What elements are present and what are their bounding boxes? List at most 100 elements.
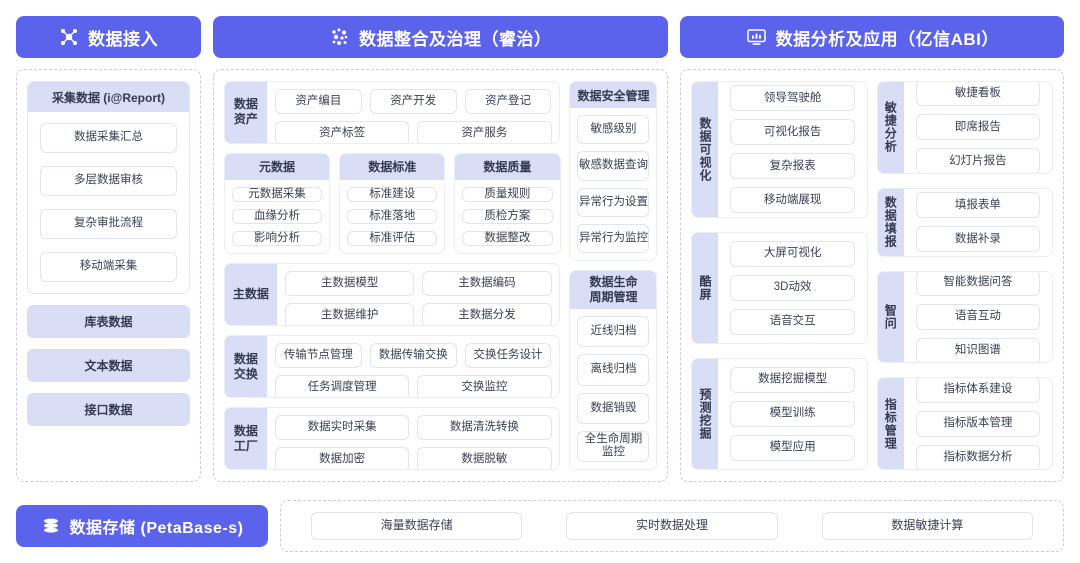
lifecycle-item[interactable]: 全生命周期 监控 bbox=[577, 430, 650, 462]
asset-item[interactable]: 资产服务 bbox=[417, 121, 552, 143]
visualization-item[interactable]: 领导驾驶舱 bbox=[730, 85, 855, 112]
collect-item[interactable]: 数据采集汇总 bbox=[40, 123, 177, 153]
band-storage-header[interactable]: 数据存储 (PetaBase-s) bbox=[16, 505, 268, 547]
band-analytics: 数据分析及应用（亿信ABI） 数据可视化 领导驾驶舱 可视化报告 复杂报表 移动… bbox=[680, 16, 1064, 482]
agile-item[interactable]: 敏捷看板 bbox=[915, 81, 1041, 107]
analytics-right-column: 敏捷分析 敏捷看板 即席报告 幻灯片报告 数据填报 填报表单 数据补录 bbox=[876, 81, 1054, 470]
cool-screen-item[interactable]: 大屏可视化 bbox=[730, 240, 855, 267]
metadata-item[interactable]: 血缘分析 bbox=[231, 209, 323, 225]
band-ingest-body: 采集数据 (i@Report) 数据采集汇总 多层数据审核 复杂审批流程 移动端… bbox=[16, 69, 201, 482]
group-data-asset-label: 数据 资产 bbox=[224, 82, 267, 143]
standard-item[interactable]: 标准建设 bbox=[347, 186, 438, 203]
card-metadata: 元数据 元数据采集 血缘分析 影响分析 bbox=[223, 152, 331, 255]
analytics-left-column: 数据可视化 领导驾驶舱 可视化报告 复杂报表 移动端展现 酷屏 大屏可视化 3D… bbox=[691, 81, 868, 470]
quality-item[interactable]: 质检方案 bbox=[462, 209, 553, 225]
storage-item[interactable]: 实时数据处理 bbox=[566, 512, 778, 540]
band-ingest: 数据接入 采集数据 (i@Report) 数据采集汇总 多层数据审核 复杂审批流… bbox=[16, 16, 201, 482]
standard-item[interactable]: 标准落地 bbox=[347, 209, 438, 225]
group-cool-screen: 酷屏 大屏可视化 3D动效 语音交互 bbox=[691, 231, 868, 344]
metadata-item[interactable]: 影响分析 bbox=[231, 231, 323, 247]
card-data-security: 数据安全管理 敏感级别 敏感数据查询 异常行为设置 异常行为监控 bbox=[569, 81, 658, 262]
master-item[interactable]: 主数据编码 bbox=[422, 271, 552, 297]
source-item-api[interactable]: 接口数据 bbox=[27, 393, 190, 426]
exchange-item[interactable]: 数据传输交换 bbox=[369, 343, 457, 369]
card-data-quality: 数据质量 质量规则 质检方案 数据整改 bbox=[454, 152, 561, 255]
exchange-item[interactable]: 交换任务设计 bbox=[464, 343, 552, 369]
metric-item[interactable]: 指标体系建设 bbox=[915, 378, 1041, 403]
asset-item[interactable]: 资产编目 bbox=[274, 89, 362, 114]
storage-item[interactable]: 海量数据存储 bbox=[311, 512, 523, 540]
collect-item[interactable]: 移动端采集 bbox=[40, 252, 177, 282]
card-data-security-title: 数据安全管理 bbox=[570, 82, 657, 108]
group-smart-ask-label: 智问 bbox=[877, 271, 904, 363]
metadata-item[interactable]: 元数据采集 bbox=[231, 186, 323, 203]
security-item[interactable]: 异常行为监控 bbox=[577, 223, 650, 254]
exchange-item[interactable]: 传输节点管理 bbox=[274, 343, 362, 369]
master-item[interactable]: 主数据维护 bbox=[284, 303, 415, 326]
node-graph-icon bbox=[59, 27, 79, 47]
cool-screen-item[interactable]: 3D动效 bbox=[730, 274, 855, 301]
mining-item[interactable]: 模型训练 bbox=[730, 400, 855, 427]
smart-ask-item[interactable]: 语音互动 bbox=[915, 304, 1041, 331]
smart-ask-item[interactable]: 智能数据问答 bbox=[915, 271, 1041, 297]
collect-item[interactable]: 复杂审批流程 bbox=[40, 209, 177, 239]
group-data-exchange-label: 数据 交换 bbox=[224, 336, 267, 398]
security-item[interactable]: 敏感级别 bbox=[577, 115, 650, 145]
group-master-data-label: 主数据 bbox=[224, 264, 277, 326]
standard-item[interactable]: 标准评估 bbox=[347, 231, 438, 247]
asset-item[interactable]: 资产登记 bbox=[464, 89, 552, 114]
factory-item[interactable]: 数据清洗转换 bbox=[417, 415, 552, 441]
collect-item[interactable]: 多层数据审核 bbox=[40, 166, 177, 196]
band-governance-title: 数据整合及治理（睿治） bbox=[358, 29, 552, 49]
visualization-item[interactable]: 复杂报表 bbox=[730, 153, 855, 180]
group-master-data: 主数据 主数据模型 主数据编码 主数据维护 主数据分发 bbox=[223, 263, 561, 327]
master-item[interactable]: 主数据模型 bbox=[284, 271, 415, 297]
filling-item[interactable]: 数据补录 bbox=[915, 226, 1041, 253]
group-predictive-mining-label: 预测挖掘 bbox=[692, 358, 719, 469]
exchange-item[interactable]: 任务调度管理 bbox=[274, 375, 410, 398]
lifecycle-item[interactable]: 数据销毁 bbox=[577, 392, 650, 424]
source-item-db[interactable]: 库表数据 bbox=[27, 305, 190, 338]
asset-item[interactable]: 资产标签 bbox=[274, 121, 410, 143]
cool-screen-item[interactable]: 语音交互 bbox=[730, 308, 855, 335]
lifecycle-item[interactable]: 近线归档 bbox=[577, 316, 650, 348]
filling-item[interactable]: 填报表单 bbox=[915, 192, 1041, 219]
agile-item[interactable]: 幻灯片报告 bbox=[915, 148, 1041, 173]
group-data-visualization-label: 数据可视化 bbox=[692, 82, 719, 217]
card-data-quality-title: 数据质量 bbox=[455, 153, 560, 180]
asset-item[interactable]: 资产开发 bbox=[369, 89, 457, 114]
metric-item[interactable]: 指标版本管理 bbox=[915, 410, 1041, 437]
group-data-filling: 数据填报 填报表单 数据补录 bbox=[876, 187, 1054, 257]
governance-side-column: 数据安全管理 敏感级别 敏感数据查询 异常行为设置 异常行为监控 数据生命 周期… bbox=[569, 81, 658, 470]
quality-item[interactable]: 质量规则 bbox=[462, 186, 553, 203]
band-ingest-title: 数据接入 bbox=[87, 29, 158, 49]
source-item-text[interactable]: 文本数据 bbox=[27, 349, 190, 382]
factory-item[interactable]: 数据实时采集 bbox=[274, 415, 410, 441]
visualization-item[interactable]: 可视化报告 bbox=[730, 119, 855, 146]
card-data-lifecycle: 数据生命 周期管理 近线归档 离线归档 数据销毁 全生命周期 监控 bbox=[569, 270, 658, 470]
band-governance-header[interactable]: 数据整合及治理（睿治） bbox=[212, 16, 669, 58]
card-data-standard: 数据标准 标准建设 标准落地 标准评估 bbox=[339, 152, 446, 255]
factory-item[interactable]: 数据加密 bbox=[274, 447, 410, 469]
group-data-asset: 数据 资产 资产编目 资产开发 资产登记 资产标签 资产服务 bbox=[223, 81, 561, 144]
mining-item[interactable]: 模型应用 bbox=[730, 434, 855, 461]
security-item[interactable]: 异常行为设置 bbox=[577, 187, 650, 217]
visualization-item[interactable]: 移动端展现 bbox=[730, 187, 855, 214]
storage-item[interactable]: 数据敏捷计算 bbox=[821, 512, 1033, 540]
band-analytics-header[interactable]: 数据分析及应用（亿信ABI） bbox=[680, 16, 1064, 58]
group-data-exchange: 数据 交换 传输节点管理 数据传输交换 交换任务设计 任务调度管理 交换监控 bbox=[223, 335, 561, 399]
mining-item[interactable]: 数据挖掘模型 bbox=[730, 366, 855, 393]
governance-main-column: 数据 资产 资产编目 资产开发 资产登记 资产标签 资产服务 bbox=[223, 81, 561, 470]
metric-item[interactable]: 指标数据分析 bbox=[915, 444, 1041, 470]
factory-item[interactable]: 数据脱敏 bbox=[417, 447, 552, 469]
band-governance-body: 数据 资产 资产编目 资产开发 资产登记 资产标签 资产服务 bbox=[212, 69, 669, 482]
master-item[interactable]: 主数据分发 bbox=[422, 303, 552, 326]
agile-item[interactable]: 即席报告 bbox=[915, 114, 1041, 141]
security-item[interactable]: 敏感数据查询 bbox=[577, 151, 650, 181]
band-ingest-header[interactable]: 数据接入 bbox=[16, 16, 201, 58]
exchange-item[interactable]: 交换监控 bbox=[417, 375, 552, 398]
smart-ask-item[interactable]: 知识图谱 bbox=[915, 338, 1041, 363]
quality-item[interactable]: 数据整改 bbox=[462, 231, 553, 247]
lifecycle-item[interactable]: 离线归档 bbox=[577, 354, 650, 386]
card-data-lifecycle-title: 数据生命 周期管理 bbox=[570, 271, 657, 310]
